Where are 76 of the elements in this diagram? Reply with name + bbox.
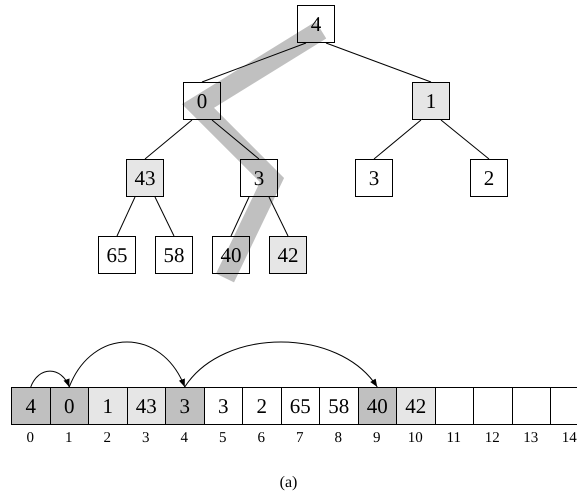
array-cell xyxy=(473,387,512,425)
tree-node-box xyxy=(240,159,278,197)
index-label: 5 xyxy=(219,430,226,447)
index-label: 11 xyxy=(446,430,461,447)
index-label: 8 xyxy=(334,430,342,447)
tree-edge xyxy=(374,120,422,160)
node-value: 58 xyxy=(164,244,184,266)
node-value: 42 xyxy=(278,244,298,266)
tree-edge xyxy=(440,120,490,160)
array-cell xyxy=(165,387,204,425)
tree-node-box xyxy=(269,236,307,274)
index-label: 1 xyxy=(65,430,72,447)
node-value: 40 xyxy=(220,244,242,266)
node-value: 4 xyxy=(26,396,36,416)
tree-edge xyxy=(230,196,250,236)
node-value: 65 xyxy=(106,244,128,266)
node-value: 0 xyxy=(196,90,208,112)
tree-node-box xyxy=(98,236,136,274)
node-value: 3 xyxy=(254,168,264,188)
caption: (a) xyxy=(278,474,298,492)
tree-node-box xyxy=(212,236,250,274)
array-cell xyxy=(550,387,577,425)
pointer-arrow xyxy=(184,342,378,388)
array-cell xyxy=(242,387,282,425)
index-label: 6 xyxy=(258,430,265,447)
array-cell xyxy=(280,387,320,425)
node-value: 2 xyxy=(256,396,267,416)
node-value: 65 xyxy=(290,396,311,416)
array-cell xyxy=(358,387,397,425)
node-value: 40 xyxy=(366,396,388,416)
array-cell xyxy=(126,387,166,425)
index-label: 0 xyxy=(26,430,34,447)
index-label: 2 xyxy=(104,430,111,447)
node-value: 43 xyxy=(134,168,156,188)
tree-edge xyxy=(268,196,288,236)
node-value: 3 xyxy=(180,396,190,416)
tree-edge xyxy=(116,196,136,236)
tree-node-box xyxy=(126,159,164,197)
node-value: 42 xyxy=(405,396,426,416)
tree-node-box xyxy=(470,159,508,197)
pointer-arrow xyxy=(30,370,70,388)
array-cell xyxy=(11,387,50,425)
tree-node-box xyxy=(297,5,335,43)
tree-edge xyxy=(202,42,306,82)
pointer-arrow xyxy=(68,342,186,388)
array-cell xyxy=(204,387,243,425)
tree-edge xyxy=(212,120,260,160)
index-label: 13 xyxy=(523,430,538,447)
node-value: 0 xyxy=(64,396,74,416)
node-value: 43 xyxy=(136,396,157,416)
node-value: 58 xyxy=(328,396,350,416)
index-label: 12 xyxy=(484,430,500,447)
node-value: 2 xyxy=(484,168,494,188)
tree-node-box xyxy=(355,159,393,197)
node-value: 3 xyxy=(218,396,228,416)
node-value: 4 xyxy=(310,14,322,34)
tree-edge xyxy=(326,42,432,82)
index-label: 14 xyxy=(562,430,577,447)
tree-edge xyxy=(144,120,192,160)
index-label: 9 xyxy=(373,430,380,447)
node-value: 1 xyxy=(102,396,113,416)
array-cell xyxy=(50,387,89,425)
array-cell xyxy=(512,387,551,425)
index-label: 10 xyxy=(408,430,423,447)
index-label: 4 xyxy=(180,430,188,447)
node-value: 1 xyxy=(426,90,436,112)
tree-edge xyxy=(154,196,174,236)
index-label: 7 xyxy=(296,430,304,447)
array-cell xyxy=(434,387,474,425)
node-value: 3 xyxy=(368,168,380,188)
array-cell xyxy=(88,387,128,425)
tree-node-box xyxy=(155,236,193,274)
tree-node-box xyxy=(183,82,221,120)
array-cell xyxy=(396,387,436,425)
tree-node-box xyxy=(412,82,450,120)
index-label: 3 xyxy=(142,430,150,447)
